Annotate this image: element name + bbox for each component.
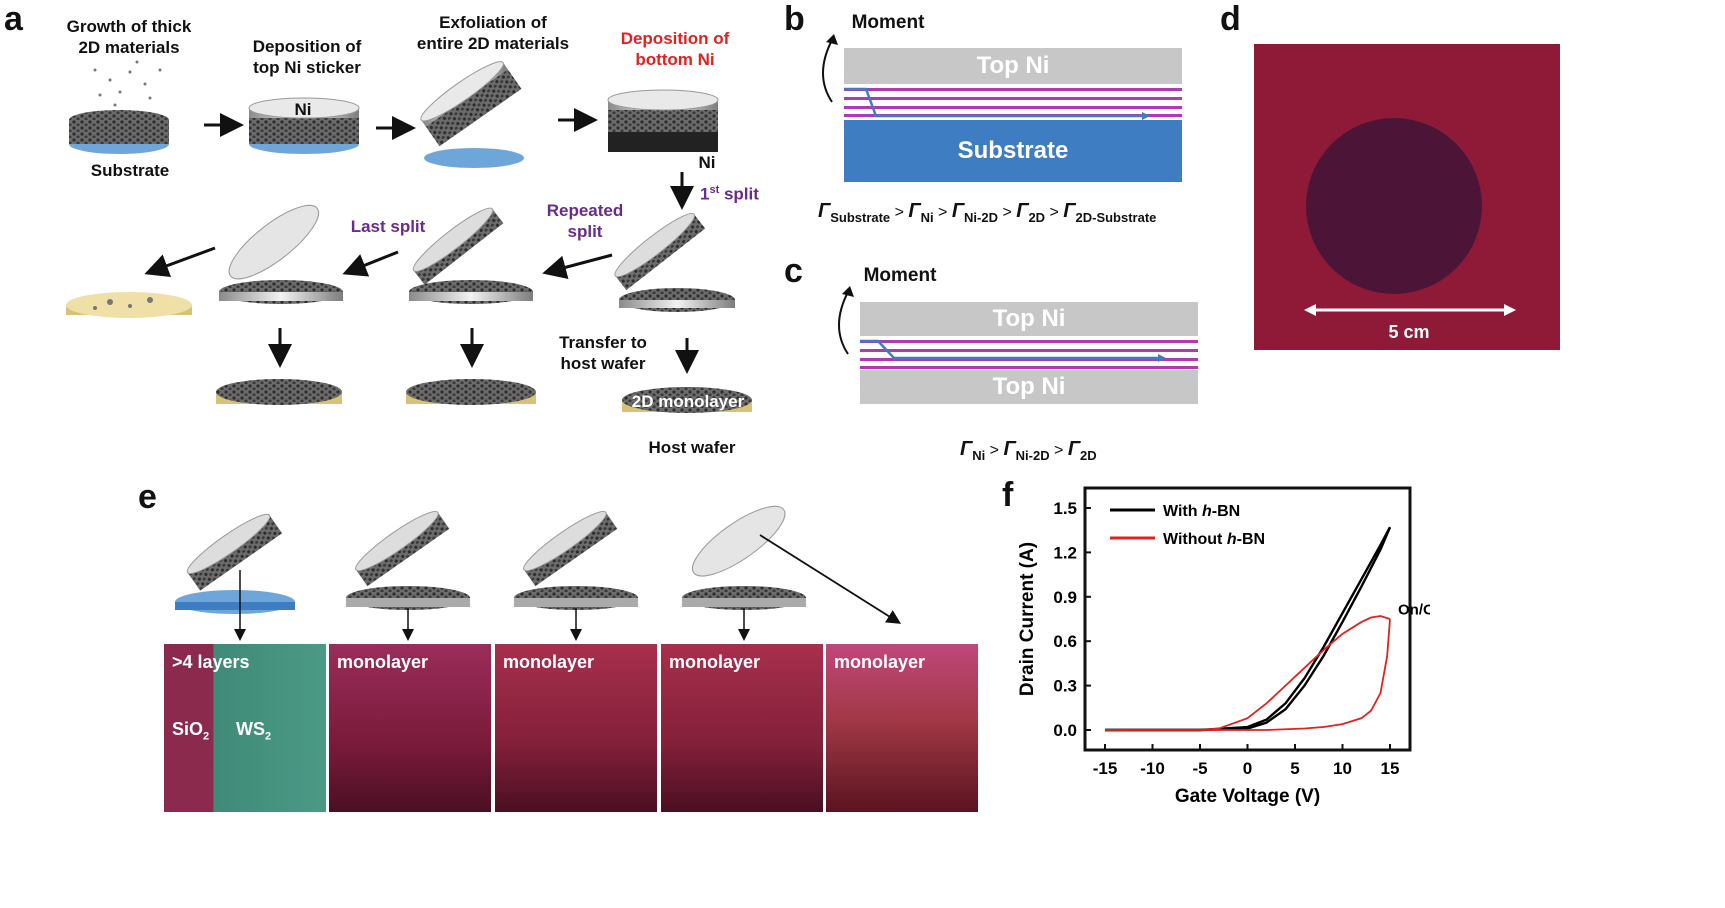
panel-c-label: c	[784, 252, 803, 291]
panel-b-relation: ΓSubstrate > ΓNi > ΓNi-2D > Γ2D > Γ2D-Su…	[818, 200, 1218, 223]
panel-c-bottom-ni: Top Ni	[860, 370, 1198, 404]
micrograph-2: monolayer	[329, 644, 491, 812]
panel-c-crack	[860, 338, 1198, 368]
scale-label: 5 cm	[1374, 322, 1444, 343]
panel-c-top-ni: Top Ni	[860, 302, 1198, 336]
sio2-label: SiO2	[172, 719, 209, 743]
panel-b-label: b	[784, 0, 805, 39]
series-line-without-hbn-forward	[1105, 616, 1390, 730]
y-tick-label: 1.5	[1053, 499, 1077, 518]
x-tick-label: -15	[1093, 759, 1118, 778]
growth-dots	[94, 61, 162, 107]
plot-frame	[1085, 488, 1410, 750]
x-tick-label: 10	[1333, 759, 1352, 778]
x-tick-label: 15	[1381, 759, 1400, 778]
panel-b-moment: Moment	[838, 12, 938, 33]
legend-label: With h-BN	[1163, 503, 1240, 520]
monolayer-label: 2D monolayer	[618, 391, 758, 412]
wafer-disk	[1306, 118, 1482, 294]
micrograph-4-label: monolayer	[669, 652, 760, 673]
micrograph-1-label: >4 layers	[172, 652, 250, 673]
y-tick-label: 0.9	[1053, 588, 1077, 607]
x-tick-label: 0	[1243, 759, 1252, 778]
y-axis-label: Drain Current (A)	[1017, 542, 1038, 696]
legend-label: Without h-BN	[1163, 531, 1265, 548]
last-split-label: Last split	[338, 216, 438, 237]
y-tick-label: 0.6	[1053, 632, 1077, 651]
micrograph-4: monolayer	[661, 644, 823, 812]
panel-e-schematics	[160, 490, 980, 650]
x-tick-label: -10	[1140, 759, 1165, 778]
micrograph-1: >4 layers SiO2 WS2	[164, 644, 326, 812]
transfer-label: Transfer to host wafer	[548, 332, 658, 374]
x-tick-label: 5	[1290, 759, 1299, 778]
panel-d-label: d	[1220, 0, 1241, 39]
panel-b-crack	[844, 86, 1182, 122]
micrograph-5: monolayer	[826, 644, 978, 812]
x-axis-label: Gate Voltage (V)	[1175, 786, 1320, 807]
repeated-split-label: Repeated split	[535, 200, 635, 242]
ni-bottom-label: Ni	[692, 152, 722, 173]
panel-e-label: e	[138, 478, 157, 517]
substrate-label: Substrate	[80, 160, 180, 181]
series-line-with-hbn-backward	[1105, 527, 1390, 730]
on-off-annotation: On/Off: 108	[1398, 600, 1430, 619]
y-tick-label: 0.0	[1053, 721, 1077, 740]
host-wafer-label: Host wafer	[632, 437, 752, 458]
series-line-with-hbn-forward	[1105, 527, 1390, 730]
ws2-label: WS2	[236, 719, 271, 743]
panel-b-top-ni: Top Ni	[844, 48, 1182, 84]
scale-arrow	[1304, 302, 1516, 318]
y-tick-label: 1.2	[1053, 543, 1077, 562]
first-split-label: 1st split	[700, 180, 790, 205]
micrograph-5-label: monolayer	[834, 652, 925, 673]
x-tick-label: -5	[1192, 759, 1207, 778]
panel-b-substrate: Substrate	[844, 120, 1182, 182]
y-tick-label: 0.3	[1053, 677, 1077, 696]
micrograph-3-label: monolayer	[503, 652, 594, 673]
wafer-photo: 5 cm	[1254, 44, 1560, 350]
series-line-without-hbn-backward	[1105, 619, 1390, 730]
micrograph-2-label: monolayer	[337, 652, 428, 673]
micrograph-3: monolayer	[495, 644, 657, 812]
panel-c-relation: ΓNi > ΓNi-2D > Γ2D	[960, 438, 1260, 461]
ni-top-label: Ni	[288, 99, 318, 120]
